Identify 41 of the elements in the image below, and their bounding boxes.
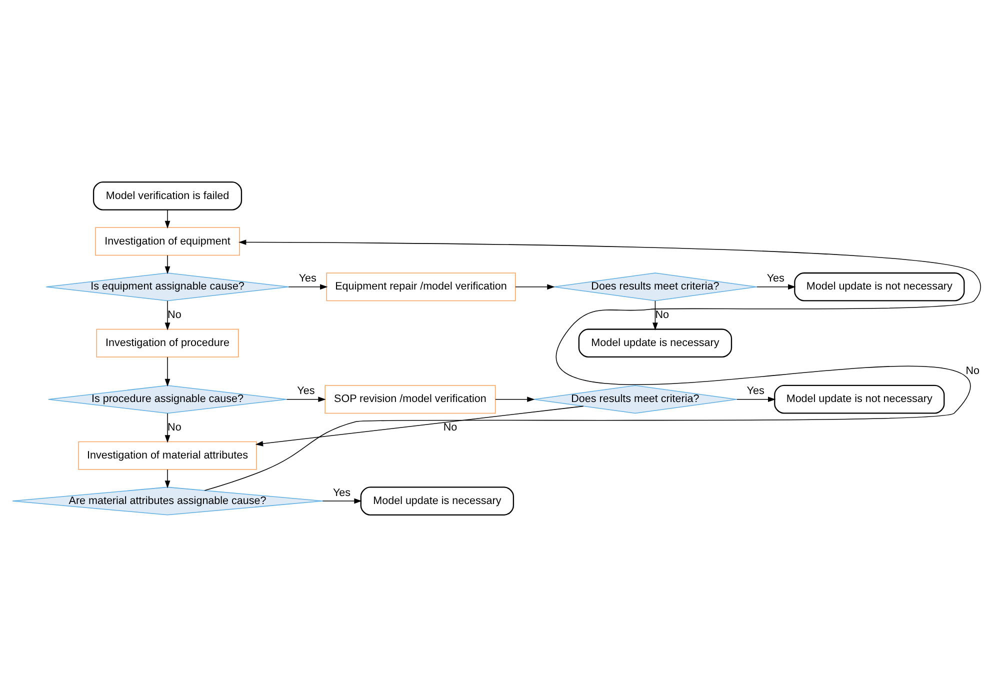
arrow — [164, 356, 170, 387]
arrow — [164, 254, 170, 274]
node-diamond: Does results meet criteria? — [533, 385, 737, 414]
node-box: Model update is not necessary — [794, 272, 965, 302]
node-box: Model update is necessary — [360, 486, 514, 516]
node-box: Investigation of equipment — [95, 227, 240, 256]
edge-label: Yes — [746, 385, 764, 398]
edge-label: Yes — [297, 385, 315, 398]
arrow — [204, 240, 981, 491]
arrow — [515, 284, 555, 290]
arrow — [164, 412, 170, 443]
node-diamond: Are material attributes assignable cause? — [12, 486, 323, 516]
arrow — [756, 284, 796, 290]
edge-label: Yes — [332, 486, 351, 499]
node-diamond: Is procedure assignable cause? — [48, 385, 288, 414]
node-box: Model update is not necessary — [774, 384, 945, 414]
edge-label: No — [966, 365, 980, 378]
arrow — [164, 469, 170, 488]
edge-label: No — [168, 421, 182, 434]
arrow — [286, 396, 326, 402]
node-box: Model verification is failed — [92, 182, 242, 210]
node-diamond: Does results meet criteria? — [553, 272, 757, 302]
arrow — [164, 300, 170, 330]
node-box: Investigation of material attributes — [78, 441, 257, 470]
arrow — [255, 406, 584, 446]
arrow — [736, 396, 776, 402]
edge-label: No — [168, 308, 182, 321]
edge-label: Yes — [298, 272, 316, 285]
arrow — [495, 396, 535, 402]
node-box: Investigation of procedure — [96, 328, 239, 358]
node-box: Equipment repair /model verification — [326, 272, 516, 302]
node-box: SOP revision /model verification — [324, 385, 496, 414]
edge-label: No — [655, 308, 670, 321]
arrow — [164, 210, 170, 229]
node-diamond: Is equipment assignable cause? — [46, 272, 290, 302]
edge-label: Yes — [766, 272, 784, 285]
arrow — [322, 498, 362, 504]
arrow — [288, 284, 328, 290]
arrow — [652, 300, 658, 330]
node-box: Model update is necessary — [578, 328, 732, 358]
edge-label: No — [443, 421, 458, 434]
